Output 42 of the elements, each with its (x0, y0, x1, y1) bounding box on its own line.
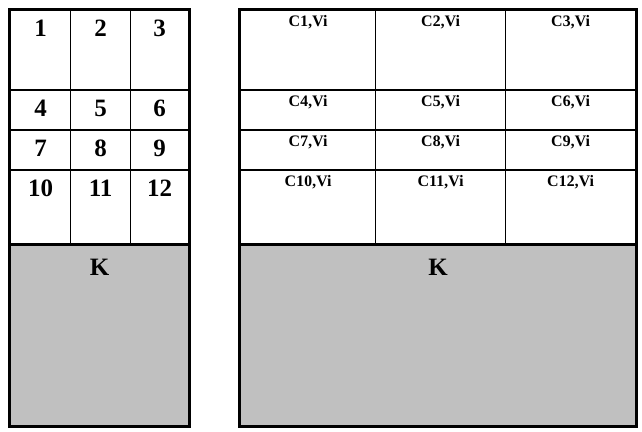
table-cell (241, 11, 376, 91)
cell-label: 1 (34, 14, 47, 44)
cell-label: C5,Vi (421, 92, 460, 112)
cell-label: 8 (94, 134, 107, 164)
cell-label: C6,Vi (551, 92, 590, 112)
table-cell (71, 131, 131, 171)
cell-label: 2 (94, 14, 107, 44)
table-cell (71, 11, 131, 91)
cell-label: C3,Vi (551, 12, 590, 32)
cell-label: 4 (34, 94, 47, 124)
cell-label: C10,Vi (284, 172, 332, 192)
table-cell (11, 91, 71, 131)
total-label: K (90, 253, 110, 283)
table-cell (376, 91, 506, 131)
table-cell (376, 11, 506, 91)
cell-label: 5 (94, 94, 107, 124)
total-box (241, 243, 635, 425)
table-cell (241, 131, 376, 171)
cell-label: 3 (153, 14, 166, 44)
cell-label: 12 (147, 174, 172, 204)
cell-label: C4,Vi (288, 92, 328, 112)
cell-label: 11 (88, 174, 112, 204)
table-cell (11, 11, 71, 91)
table-cell (376, 131, 506, 171)
total-label: K (428, 253, 448, 283)
cell-label: 9 (153, 134, 166, 164)
cell-label: 7 (34, 134, 47, 164)
cell-label: C9,Vi (551, 132, 590, 152)
cell-label: C8,Vi (421, 132, 460, 152)
table-frame (8, 8, 191, 428)
table-cell (71, 91, 131, 131)
cell-label: C1,Vi (288, 12, 328, 32)
table-cell (11, 131, 71, 171)
cell-label: C7,Vi (288, 132, 328, 152)
cell-label: C2,Vi (421, 12, 460, 32)
cell-label: 10 (28, 174, 53, 204)
cell-label: C12,Vi (547, 172, 594, 192)
table-frame (238, 8, 638, 428)
cell-label: 6 (153, 94, 166, 124)
cell-label: C11,Vi (417, 172, 464, 192)
table-cell (241, 91, 376, 131)
total-box (11, 243, 188, 425)
